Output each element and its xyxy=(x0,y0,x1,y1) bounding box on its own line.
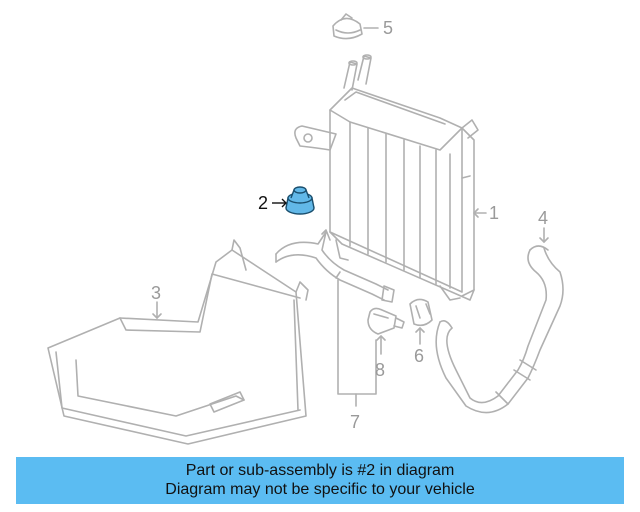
callout-1: 1 xyxy=(489,203,499,223)
callout-3: 3 xyxy=(151,283,161,303)
part-2-plug[interactable] xyxy=(285,186,315,215)
part-5-cap xyxy=(332,13,363,40)
bracket-7 xyxy=(337,279,377,395)
part-7-hose xyxy=(275,229,395,303)
callout-7: 7 xyxy=(350,412,360,432)
part-4-hose xyxy=(435,245,564,414)
banner-line-1: Part or sub-assembly is #2 in diagram xyxy=(185,462,455,479)
callout-8: 8 xyxy=(375,360,385,380)
leader-1-arrow xyxy=(473,208,479,218)
leader-4-arrow xyxy=(539,237,549,243)
leader-6-arrow xyxy=(415,327,425,333)
callout-6: 6 xyxy=(414,346,424,366)
callout-4: 4 xyxy=(538,208,548,228)
banner-line-2: Diagram may not be specific to your vehi… xyxy=(165,481,475,498)
leader-2 xyxy=(272,198,287,208)
part-1-radiator xyxy=(294,54,479,301)
callout-5: 5 xyxy=(383,18,393,38)
part-8-valve xyxy=(367,307,405,335)
leader-8-arrow xyxy=(376,335,386,341)
parts-diagram: 5 1 2 4 3 6 8 7 xyxy=(47,13,564,445)
leader-3-arrow xyxy=(152,313,162,319)
info-banner: Part or sub-assembly is #2 in diagram Di… xyxy=(16,457,624,504)
callout-2: 2 xyxy=(258,193,268,213)
part-6-clamp xyxy=(409,298,433,327)
part-3-shroud xyxy=(47,239,309,445)
